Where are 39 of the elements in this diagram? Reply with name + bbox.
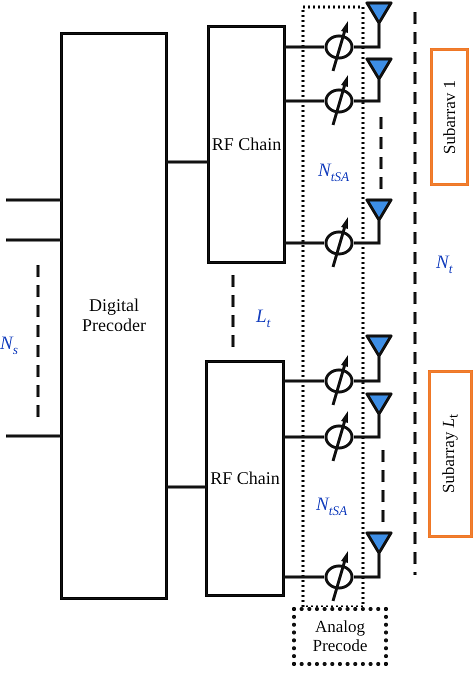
antenna-icon	[365, 57, 393, 94]
connector-line	[285, 380, 324, 382]
connector-line	[168, 160, 207, 164]
antenna-icon	[365, 198, 393, 236]
connector-line	[6, 434, 60, 438]
math-label: L$_{t}$	[256, 306, 270, 331]
connector-line	[354, 94, 380, 102]
dotted-box: Analog Precode	[292, 607, 388, 666]
phase-shifter-symbol	[324, 354, 354, 408]
connector-line	[6, 198, 60, 202]
connector-line	[285, 436, 324, 438]
math-label: N$_{tSA}$	[316, 494, 348, 519]
phase-shifter-symbol	[324, 20, 354, 74]
phase-shifter-symbol	[324, 216, 354, 270]
process-box: RF Chain	[205, 360, 285, 597]
connector-line	[354, 430, 380, 438]
antenna-icon	[365, 392, 393, 430]
antenna-icon	[365, 334, 393, 374]
math-label: N$_{tSA}$	[318, 160, 350, 185]
phase-shifter-symbol	[324, 74, 354, 128]
phase-shifter-symbol	[324, 410, 354, 464]
math-label: N$_{s}$	[0, 333, 18, 358]
phase-shifter-symbol	[324, 550, 354, 604]
connector-line	[168, 486, 205, 488]
process-box: Digital Precoder	[60, 32, 168, 600]
connector-line	[286, 46, 324, 48]
antenna-icon	[365, 531, 393, 570]
connector-line	[286, 242, 324, 244]
connector-line	[6, 238, 60, 242]
connector-line	[354, 236, 380, 244]
connector-line	[286, 100, 324, 102]
connector-line	[354, 374, 380, 382]
process-box: RF Chain	[207, 25, 286, 264]
connector-line	[354, 570, 380, 578]
subarray-label: Subarrav 1	[440, 80, 460, 154]
math-label: N$_{t}$	[436, 252, 452, 277]
connector-line	[285, 576, 324, 578]
antenna-icon	[365, 1, 393, 38]
connector-line	[354, 38, 380, 48]
